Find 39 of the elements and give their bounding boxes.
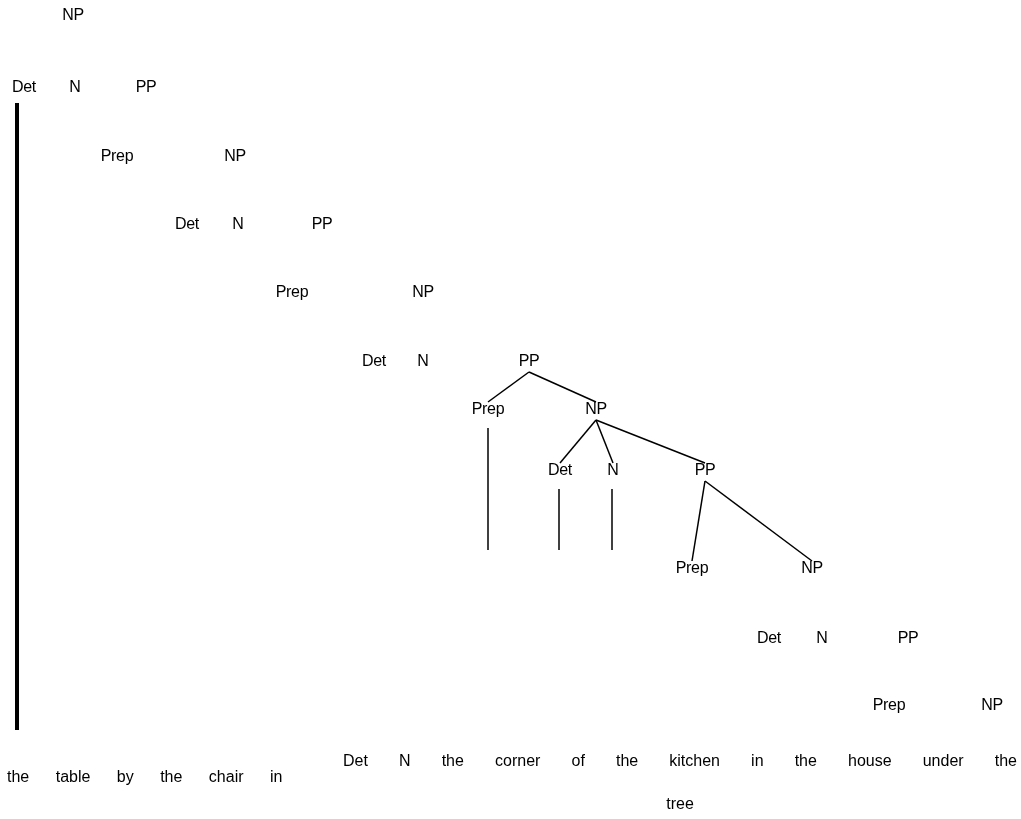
tree-node-label: PP [311,215,333,233]
tree-node-label: PP [694,461,716,479]
tree-branch-line [559,419,597,464]
tree-branch-line [595,419,614,464]
tree-branch-line [528,371,597,403]
tree-node-label: N [607,461,619,479]
tree-node-label: Prep [872,696,906,714]
tree-branch-line [487,371,530,403]
tree-node-label: Det [548,461,572,479]
sentence-text: the table by the chair in [7,768,283,786]
tree-node-label: N [232,215,244,233]
sentence-text: Det N the corner of the kitchen in the house under the tree [343,751,1017,814]
tree-node-label: Det [12,78,36,96]
tree-node-label: NP [585,400,607,418]
tree-node-label: Prep [675,559,709,577]
tree-node-label: N [69,78,81,96]
tree-branch-line [595,419,706,464]
tree-node-label: Det [362,352,386,370]
tree-node-label: NP [981,696,1003,714]
tree-node-label: Prep [275,283,309,301]
tree-node-label: Det [757,629,781,647]
tree-node-label: Prep [471,400,505,418]
tree-node-label: PP [135,78,157,96]
tree-branch-line [15,103,19,730]
tree-node-label: NP [412,283,434,301]
tree-node-label: Det [175,215,199,233]
tree-node-label: PP [518,352,540,370]
tree-node-label: N [816,629,828,647]
tree-node-label: Prep [100,147,134,165]
tree-branch-line [558,488,560,551]
tree-branch-line [704,480,813,562]
tree-branch-line [487,427,489,551]
tree-node-label: NP [224,147,246,165]
tree-node-label: NP [801,559,823,577]
tree-branch-line [611,488,613,551]
tree-node-label: N [417,352,429,370]
tree-node-label: NP [62,6,84,24]
tree-branch-line [691,480,706,562]
tree-node-label: PP [897,629,919,647]
